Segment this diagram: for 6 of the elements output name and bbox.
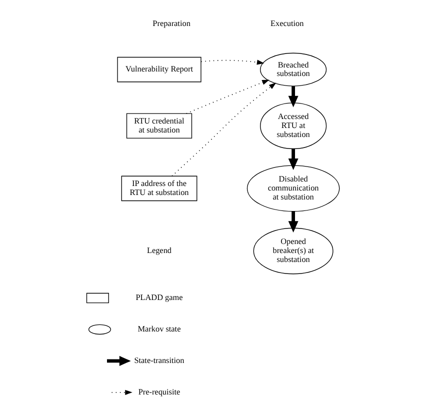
arrow	[200, 60, 264, 65]
arrow	[288, 86, 298, 108]
arrow	[288, 148, 298, 170]
arrow	[186, 80, 269, 114]
arrow	[171, 82, 276, 176]
arrow	[288, 211, 298, 232]
